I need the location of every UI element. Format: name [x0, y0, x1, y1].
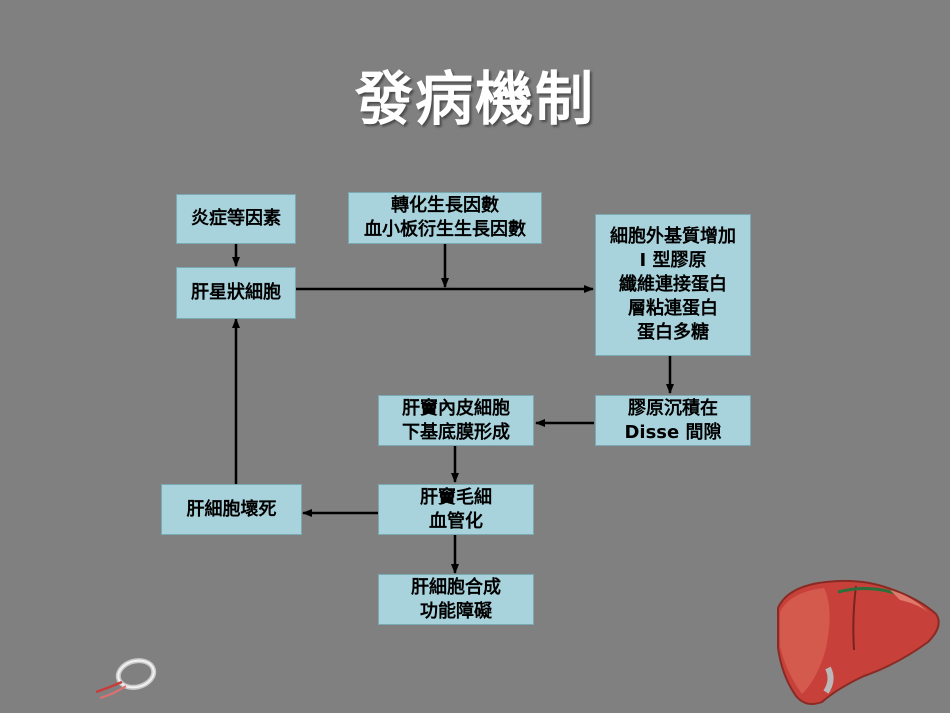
node-line: 細胞外基質增加	[610, 226, 736, 247]
node-line: 血小板衍生生長因數	[364, 219, 526, 240]
slide-title: 發病機制	[354, 65, 595, 133]
node-line: 纖維連接蛋白	[619, 274, 727, 295]
node-line: 肝竇內皮細胞	[402, 397, 510, 419]
node-line: 膠原沉積在	[628, 397, 718, 419]
node-line: 肝細胞合成	[411, 576, 501, 598]
node-sinusoid-endothelium: 肝竇內皮細胞下基底膜形成	[378, 395, 534, 446]
node-line: 轉化生長因數	[391, 195, 499, 216]
node-line: 肝星狀細胞	[191, 282, 281, 303]
node-line: 肝細胞壞死	[186, 498, 277, 520]
node-growth-factors: 轉化生長因數血小板衍生生長因數	[348, 192, 542, 244]
node-line: Disse 間隙	[624, 421, 722, 443]
node-dysfunction: 肝細胞合成功能障礙	[378, 574, 534, 625]
node-line: 肝竇毛細	[420, 486, 492, 508]
node-inflammation: 炎症等因素	[176, 194, 296, 244]
liver-illustration-icon	[777, 579, 940, 705]
node-necrosis: 肝細胞壞死	[161, 484, 302, 535]
node-capillarization: 肝竇毛細血管化	[378, 484, 534, 535]
node-line: 蛋白多糖	[637, 322, 709, 343]
node-line: 功能障礙	[420, 600, 492, 622]
node-line: 炎症等因素	[191, 208, 281, 229]
node-line: 層粘連蛋白	[628, 298, 718, 319]
node-ecm-increase: 細胞外基質增加 Ⅰ 型膠原纖維連接蛋白層粘連蛋白蛋白多糖	[595, 214, 751, 356]
node-line: 血管化	[429, 510, 483, 532]
node-line: 下基底膜形成	[402, 421, 510, 443]
node-line: Ⅰ 型膠原	[639, 250, 707, 271]
ribbon-logo-icon	[95, 658, 157, 699]
node-stellate-cell: 肝星狀細胞	[176, 267, 296, 319]
